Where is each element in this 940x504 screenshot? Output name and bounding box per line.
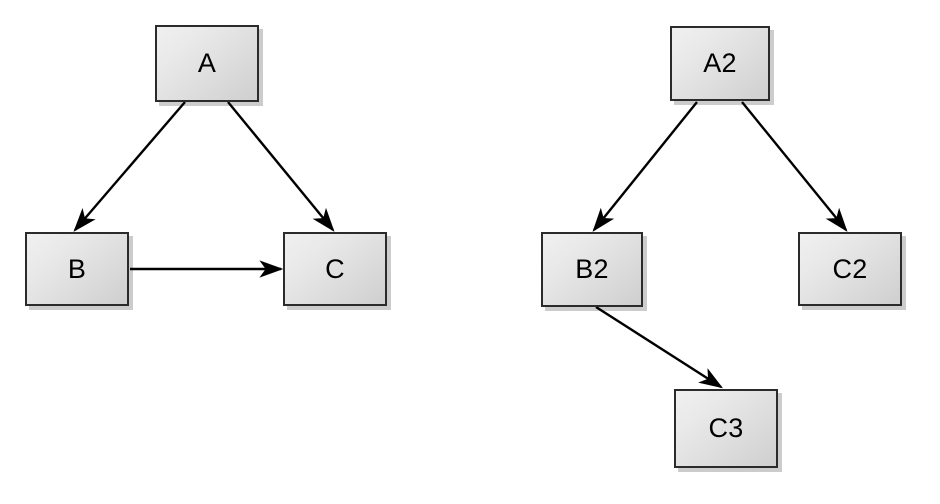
- node-c3[interactable]: C3: [674, 389, 778, 468]
- edge-b2-c3: [595, 305, 724, 389]
- node-b[interactable]: B: [25, 232, 129, 306]
- node-label-c2: C2: [832, 253, 868, 284]
- node-label-b2: B2: [575, 254, 609, 284]
- edge-a-c: [227, 101, 335, 232]
- edge-a2-c2: [741, 101, 848, 232]
- node-b2[interactable]: B2: [541, 232, 643, 307]
- node-c2[interactable]: C2: [798, 232, 902, 306]
- node-c[interactable]: C: [283, 232, 387, 306]
- node-a[interactable]: A: [155, 25, 259, 102]
- edge-a2-b2: [592, 101, 698, 232]
- node-label-a: A: [197, 48, 217, 78]
- edge-a-b: [73, 101, 186, 232]
- node-label-a2: A2: [703, 48, 737, 78]
- node-label-c: C: [325, 253, 345, 284]
- node-a2[interactable]: A2: [670, 26, 770, 101]
- node-label-c3: C3: [708, 413, 744, 443]
- node-label-b: B: [67, 253, 87, 284]
